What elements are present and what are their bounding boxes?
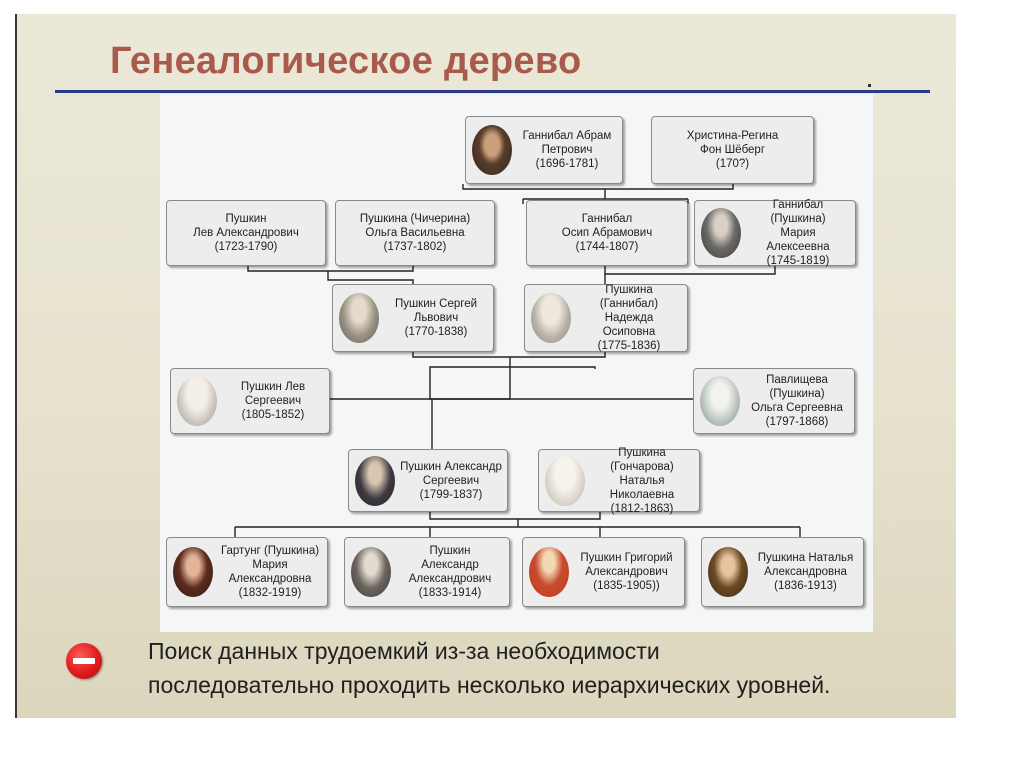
slide-title: Генеалогическое дерево (110, 40, 582, 82)
person-pushkin-lev-sergeevich[interactable]: Пушкин Лев Сергеевич (1805-1852) (170, 368, 330, 434)
person-label: Христина-Регина Фон Шёберг (170?) (686, 130, 779, 170)
person-pushkin-grigoriy[interactable]: Пушкин Григорий Александрович (1835-1905… (522, 537, 685, 607)
person-label: Пушкина (Гончарова) Наталья Николаевна (… (609, 446, 675, 515)
portrait-icon (355, 455, 395, 506)
person-label: Пушкин Лев Александрович (1723-1790) (193, 213, 299, 253)
note-text: Поиск данных трудоемкий из-за необходимо… (148, 638, 831, 698)
portrait-icon (701, 208, 741, 258)
person-label: Пушкин Лев Сергеевич (1805-1852) (240, 381, 306, 421)
person-label: Пушкин Григорий Александрович (1835-1905… (580, 552, 673, 592)
portrait-icon (708, 547, 748, 597)
decorative-dot (868, 84, 871, 87)
person-pushkin-aleksandr-sergeevich[interactable]: Пушкин Александр Сергеевич (1799-1837) (348, 449, 508, 512)
person-label: Пушкина (Чичерина) Ольга Васильевна (173… (359, 213, 471, 253)
person-gartung-maria[interactable]: Гартунг (Пушкина) Мария Александровна (1… (166, 537, 328, 607)
person-label: Пушкин Александр Александрович (1833-191… (408, 545, 492, 599)
title-underline (55, 90, 930, 93)
portrait-icon (351, 547, 391, 597)
portrait-icon (529, 547, 569, 597)
person-label: Павлищева (Пушкина) Ольга Сергеевна (179… (751, 374, 843, 428)
person-label: Ганнибал Абрам Петрович (1696-1781) (522, 130, 612, 170)
person-label: Пушкин Сергей Львович (1770-1838) (394, 298, 478, 338)
person-gannibal-pushkina-maria[interactable]: Ганнибал (Пушкина) Мария Алексеевна (174… (694, 199, 856, 267)
person-christina-regina[interactable]: Христина-Регина Фон Шёберг (170?) (651, 116, 814, 184)
person-label: Ганнибал Осип Абрамович (1744-1807) (561, 213, 653, 253)
portrait-icon (472, 125, 512, 175)
person-pushkin-sergey[interactable]: Пушкин Сергей Львович (1770-1838) (332, 284, 494, 352)
person-label: Ганнибал (Пушкина) Мария Алексеевна (174… (766, 199, 830, 267)
person-pavlishcheva-olga[interactable]: Павлищева (Пушкина) Ольга Сергеевна (179… (693, 368, 855, 434)
slide-edge (15, 14, 17, 718)
portrait-icon (531, 293, 571, 343)
person-label: Гартунг (Пушкина) Мария Александровна (1… (220, 545, 320, 599)
person-label: Пушкина Наталья Александровна (1836-1913… (757, 552, 854, 592)
person-label: Пушкин Александр Сергеевич (1799-1837) (400, 460, 502, 501)
portrait-icon (177, 376, 217, 426)
person-pushkin-aleksandr-aleksandrovich[interactable]: Пушкин Александр Александрович (1833-191… (344, 537, 510, 607)
no-entry-bar (73, 658, 95, 664)
no-entry-icon (66, 643, 102, 679)
person-label: Пушкина (Ганнибал) Надежда Осиповна (177… (597, 284, 661, 352)
portrait-icon (339, 293, 379, 343)
portrait-icon (700, 376, 740, 426)
tree-connectors (234, 184, 801, 537)
person-pushkina-gannibal-nadezhda[interactable]: Пушкина (Ганнибал) Надежда Осиповна (177… (524, 284, 688, 352)
person-pushkin-lev-aleksandrovich[interactable]: Пушкин Лев Александрович (1723-1790) (166, 200, 326, 266)
portrait-icon (545, 455, 585, 506)
portrait-icon (173, 547, 213, 597)
family-tree: Ганнибал Абрам Петрович (1696-1781) Хрис… (160, 94, 873, 632)
person-pushkina-natalya[interactable]: Пушкина Наталья Александровна (1836-1913… (701, 537, 864, 607)
person-pushkina-chicherina[interactable]: Пушкина (Чичерина) Ольга Васильевна (173… (335, 200, 495, 266)
person-gannibal-osip[interactable]: Ганнибал Осип Абрамович (1744-1807) (526, 200, 688, 266)
person-gannibal-abram[interactable]: Ганнибал Абрам Петрович (1696-1781) (465, 116, 623, 184)
person-pushkina-goncharova[interactable]: Пушкина (Гончарова) Наталья Николаевна (… (538, 447, 700, 515)
